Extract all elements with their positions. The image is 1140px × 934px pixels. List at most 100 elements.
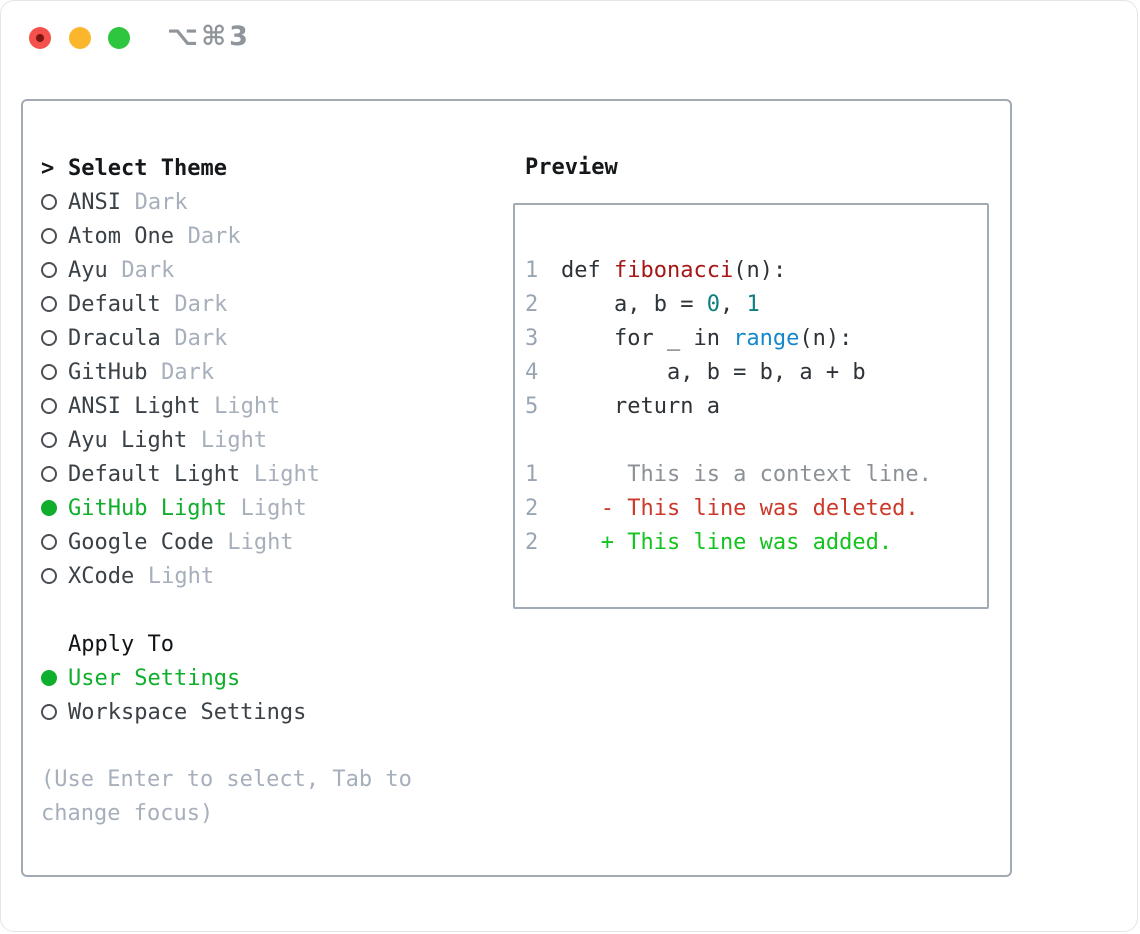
theme-option-google-code-light[interactable]: Google Code Light	[41, 525, 481, 559]
diff-line-added: 2 + This line was added.	[525, 525, 987, 559]
radio-icon	[41, 262, 68, 278]
apply-option-label: User Settings	[68, 665, 241, 691]
theme-variant-label: Light	[214, 393, 281, 419]
theme-option-ansi-light-light[interactable]: ANSI Light Light	[41, 389, 481, 423]
line-number: 2	[525, 529, 539, 555]
theme-name: Ayu Light	[68, 427, 188, 453]
code-token: (n):	[799, 325, 853, 351]
radio-icon	[41, 330, 68, 346]
apply-option-workspace-settings[interactable]: Workspace Settings	[41, 695, 481, 729]
radio-icon	[41, 704, 68, 720]
line-number: 1	[525, 257, 539, 283]
window-titlebar: ⌥⌘3	[1, 1, 1137, 79]
code-token: range	[733, 325, 800, 351]
select-theme-header-row: > Select Theme	[41, 151, 481, 185]
code-token: return a	[561, 393, 720, 419]
theme-name: XCode	[68, 563, 135, 589]
theme-variant-label: Dark	[187, 223, 241, 249]
code-line: 5 return a	[525, 389, 987, 423]
apply-option-user-settings[interactable]: User Settings	[41, 661, 481, 695]
code-token: ,	[719, 291, 747, 317]
prompt-caret: >	[41, 155, 55, 181]
theme-variant-label: Light	[227, 529, 294, 555]
theme-option-xcode-light[interactable]: XCode Light	[41, 559, 481, 593]
radio-icon	[41, 432, 68, 448]
minimize-button[interactable]	[69, 27, 91, 49]
diff-line-context: 1 This is a context line.	[525, 457, 987, 491]
theme-variant-label: Light	[240, 495, 307, 521]
theme-variant-label: Dark	[174, 325, 228, 351]
line-number: 5	[525, 393, 539, 419]
apply-to-header-row: Apply To	[41, 627, 481, 661]
theme-variant-label: Dark	[174, 291, 228, 317]
line-number: 4	[525, 359, 539, 385]
radio-icon	[41, 296, 68, 312]
radio-icon	[41, 364, 68, 380]
diff-line-deleted: 2 - This line was deleted.	[525, 491, 987, 525]
theme-variant-label: Light	[147, 563, 215, 589]
apply-option-label: Workspace Settings	[68, 699, 307, 725]
theme-name: Dracula	[68, 325, 161, 351]
code-token: for _ in	[561, 325, 734, 351]
code-token: (n):	[733, 257, 787, 283]
diff-text: - This line was deleted.	[561, 495, 919, 521]
radio-icon	[41, 194, 68, 210]
theme-variant-label: Light	[200, 427, 268, 453]
diff-text: This is a context line.	[561, 461, 932, 487]
select-theme-header: Select Theme	[68, 155, 227, 181]
theme-variant-label: Dark	[121, 257, 175, 283]
preview-header: Preview	[525, 155, 618, 180]
radio-icon	[41, 466, 68, 482]
radio-selected-icon	[41, 500, 68, 516]
theme-variant-label: Light	[253, 461, 321, 487]
code-line: 3 for _ in range(n):	[525, 321, 987, 355]
blank-line	[525, 423, 987, 457]
code-token: a, b =	[561, 291, 707, 317]
code-token: 1	[746, 291, 760, 317]
theme-name: Default	[68, 291, 161, 317]
theme-name: Atom One	[68, 223, 174, 249]
line-number: 3	[525, 325, 539, 351]
line-number: 2	[525, 495, 539, 521]
theme-option-dracula-dark[interactable]: Dracula Dark	[41, 321, 481, 355]
theme-option-default-light-light[interactable]: Default Light Light	[41, 457, 481, 491]
theme-variant-label: Dark	[161, 359, 215, 385]
code-line: 2 a, b = 0, 1	[525, 287, 987, 321]
theme-option-atom-one-dark[interactable]: Atom One Dark	[41, 219, 481, 253]
theme-option-default-dark[interactable]: Default Dark	[41, 287, 481, 321]
close-button[interactable]	[29, 27, 51, 49]
theme-name: ANSI Light	[68, 393, 201, 419]
theme-name: ANSI	[68, 189, 121, 215]
apply-to-header: Apply To	[68, 631, 174, 657]
theme-option-github-light-light[interactable]: GitHub Light Light	[41, 491, 481, 525]
code-token: a, b = b, a + b	[561, 359, 866, 385]
zoom-button[interactable]	[108, 27, 130, 49]
radio-selected-icon	[41, 670, 68, 686]
theme-name: GitHub Light	[68, 495, 227, 521]
theme-option-ayu-light-light[interactable]: Ayu Light Light	[41, 423, 481, 457]
code-line: 4 a, b = b, a + b	[525, 355, 987, 389]
code-token: def	[561, 257, 614, 283]
theme-name: Google Code	[68, 529, 214, 555]
radio-icon	[41, 398, 68, 414]
radio-icon	[41, 568, 68, 584]
line-number: 2	[525, 291, 539, 317]
theme-name: Ayu	[68, 257, 108, 283]
theme-option-ayu-dark[interactable]: Ayu Dark	[41, 253, 481, 287]
help-text: (Use Enter to select, Tab to change focu…	[41, 767, 412, 826]
diff-text: + This line was added.	[561, 529, 893, 555]
line-number: 1	[525, 461, 539, 487]
code-token: 0	[706, 291, 720, 317]
radio-icon	[41, 534, 68, 550]
window-title: ⌥⌘3	[167, 21, 251, 52]
theme-name: Default Light	[68, 461, 241, 487]
code-token: fibonacci	[613, 257, 734, 283]
